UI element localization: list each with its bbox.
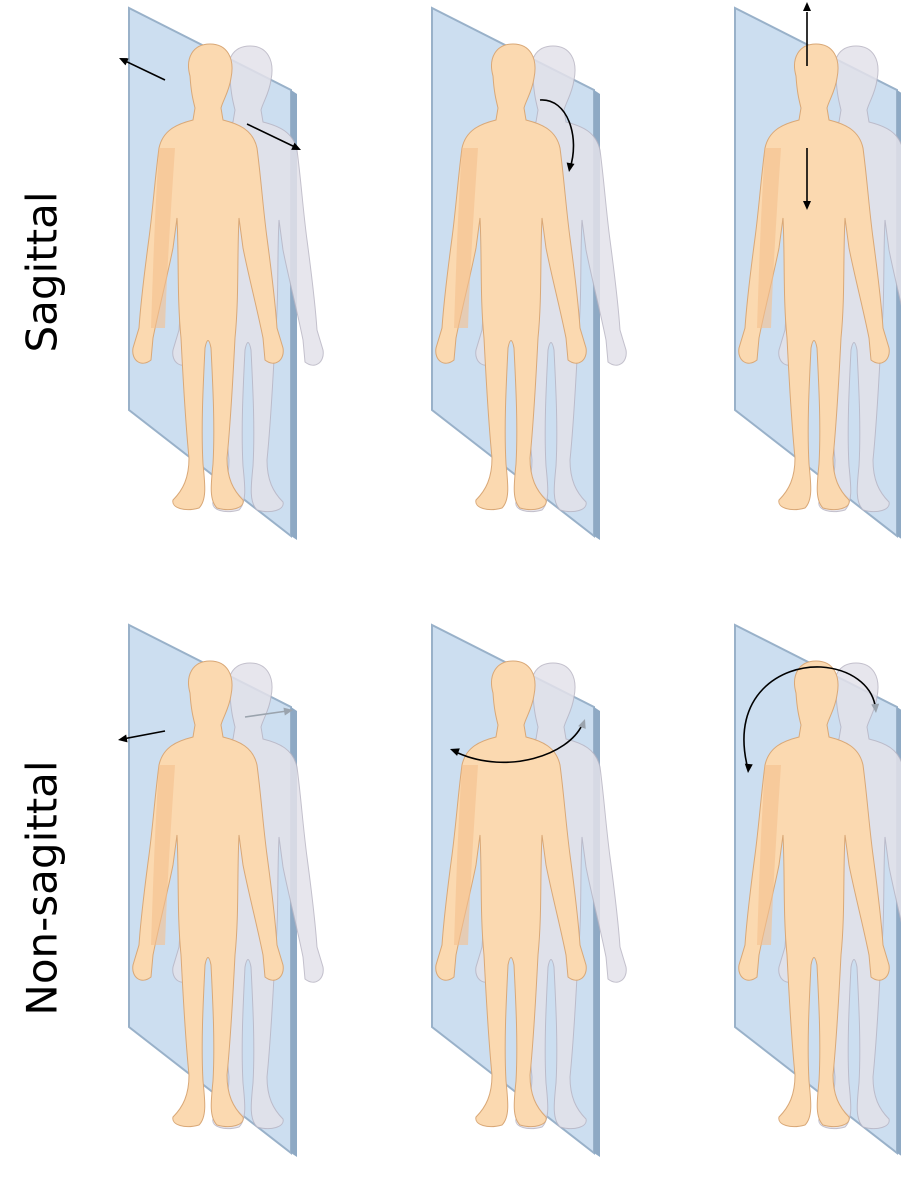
figure-panel [115, 625, 435, 1185]
anatomical-plane-figure [115, 625, 305, 1160]
figure-panel [721, 8, 901, 568]
anatomical-plane-figure [418, 8, 608, 543]
arrowhead [118, 734, 128, 742]
anatomical-plane-figure [721, 625, 901, 1160]
figure-panel [418, 8, 738, 568]
figure-panel [115, 8, 435, 568]
figure-panel [721, 625, 901, 1185]
arrowhead [803, 2, 811, 11]
row-label-sagittal: Sagittal [18, 191, 67, 352]
figure-panel [418, 625, 738, 1185]
anatomical-plane-figure [721, 8, 901, 543]
row-label-non-sagittal: Non-sagittal [18, 760, 67, 1015]
anatomical-plane-figure [418, 625, 608, 1160]
anatomical-plane-figure [115, 8, 305, 543]
